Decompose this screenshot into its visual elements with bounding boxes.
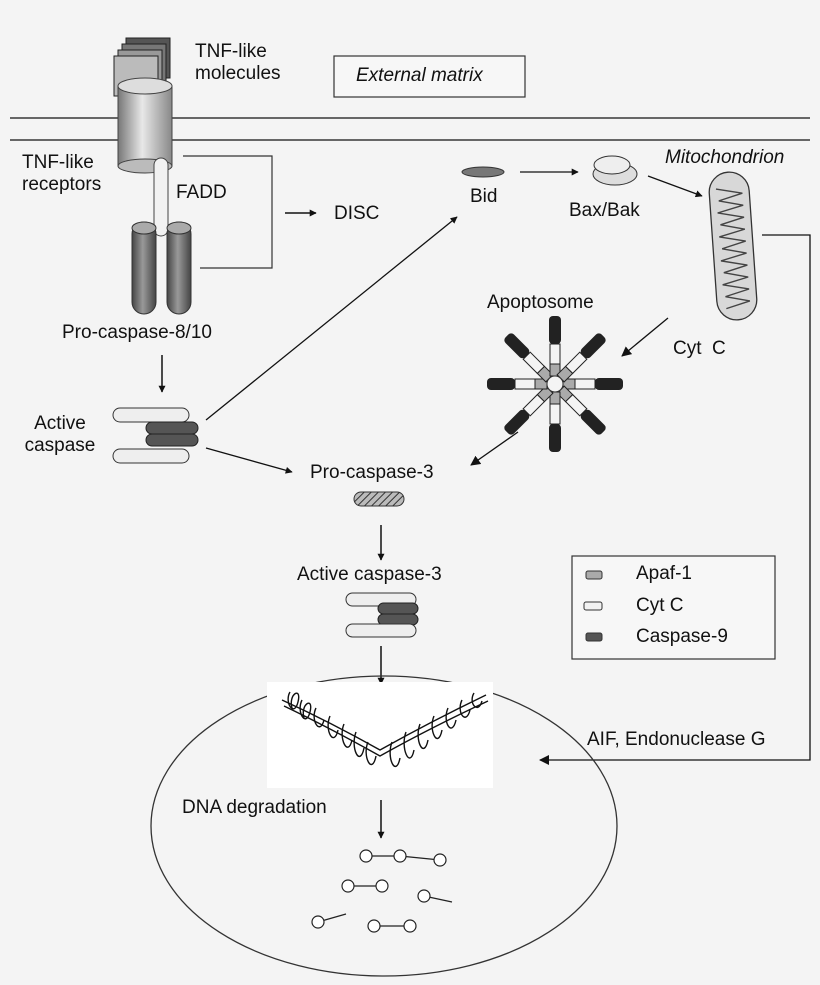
arrow-active-to-procasp3 [205,447,293,474]
nucleus-outline [150,675,618,977]
arrow-baxbak-to-mito [647,175,703,198]
disc-label: DISC [334,203,380,224]
legend-label-cytc: Cyt C [636,595,684,616]
active-caspase-3-label: Active caspase-3 [297,564,442,585]
fadd-label: FADD [176,182,227,203]
active-caspase-3-shape [345,592,419,638]
legend-swatch-apaf1 [585,570,603,580]
arrow-apoptosome-to-procasp3 [470,431,519,466]
mitochondrion-label: Mitochondrion [665,147,785,168]
aif-release-line [539,234,811,765]
legend-label-apaf1: Apaf-1 [636,563,692,584]
aif-endonuclease-label: AIF, Endonuclease G [587,729,766,750]
pro-caspase-3-label: Pro-caspase-3 [310,462,434,483]
pro-caspase-8-shape [131,221,192,315]
legend-swatch-caspase9 [585,632,603,642]
bax-bak-shape [592,155,638,186]
legend-label-caspase9: Caspase-9 [636,626,728,647]
legend-swatch-cytc [583,601,603,611]
apoptosome-label: Apoptosome [487,292,594,313]
bid-shape [461,166,505,178]
pro-caspase-3-shape [353,491,405,507]
dna-panel [267,682,493,788]
apoptosome-shape [487,316,623,452]
fadd-shape [153,157,169,237]
active-caspase-shape [112,407,199,464]
dna-fragments [311,849,453,933]
pro-caspase-8-label: Pro-caspase-8/10 [62,322,212,343]
cyt-c-label: Cyt C [673,338,726,359]
bid-label: Bid [470,186,498,207]
tnf-receptor-shape [117,77,173,174]
disc-bracket [183,155,273,269]
external-matrix-box [333,55,526,98]
arrow-active-to-bid [205,216,458,421]
dna-degradation-label: DNA degradation [182,797,327,818]
legend-box [571,555,776,660]
external-matrix-label: External matrix [356,65,483,86]
dna-strand [281,691,489,767]
bax-bak-label: Bax/Bak [569,200,640,221]
mitochondrion-shape [708,171,758,321]
arrow-mito-to-apoptosome [621,317,669,357]
